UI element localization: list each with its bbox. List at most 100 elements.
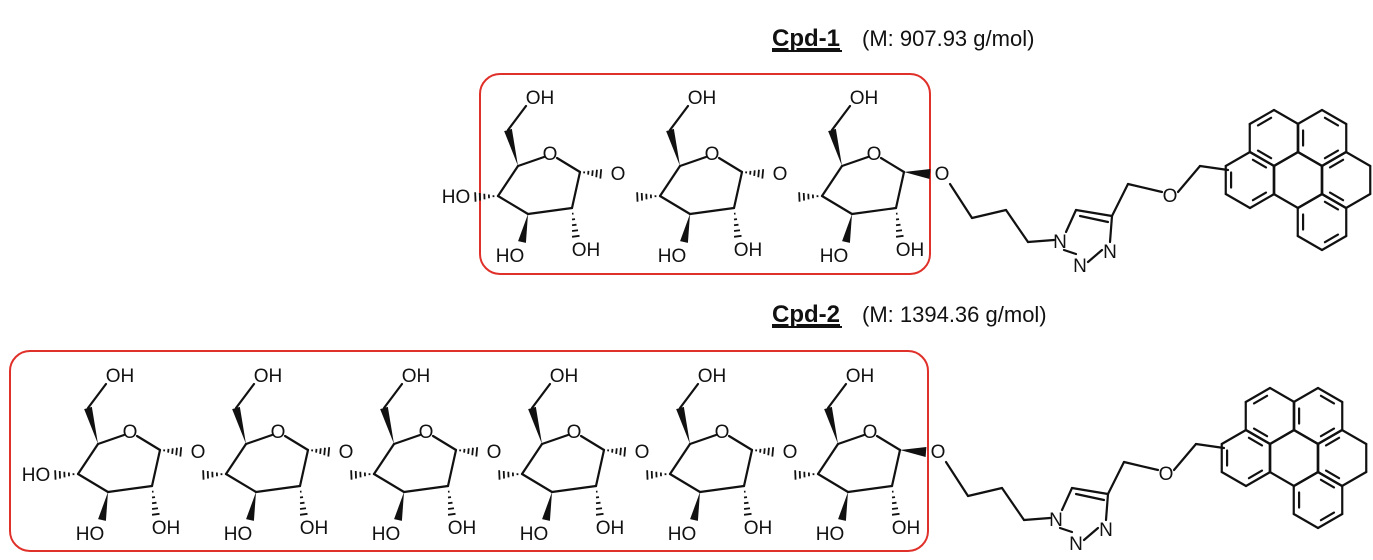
ring-bond — [402, 484, 450, 494]
aromatic-bond — [1244, 386, 1272, 404]
hash-stroke — [151, 512, 160, 516]
hash-stroke — [733, 229, 741, 232]
c2-hashed-bond — [595, 490, 604, 516]
aromatic-bond — [1340, 470, 1368, 488]
hash-stroke — [179, 447, 183, 457]
hash-stroke — [299, 501, 305, 505]
aromatic-double-bond — [1319, 427, 1336, 438]
hash-stroke — [623, 447, 627, 457]
c2-hashed-bond — [151, 490, 160, 516]
hash-stroke — [299, 512, 308, 516]
ring-oxygen-label: O — [419, 422, 434, 443]
ring-bond — [727, 434, 754, 452]
cpd2-saccharide-highlight-box — [9, 350, 929, 552]
ring-bond — [894, 170, 906, 210]
perylene-ring-4 — [1316, 428, 1368, 488]
propyl-bond — [966, 486, 1004, 498]
aromatic-bond — [1272, 192, 1300, 210]
c6-hydroxyl-label: OH — [254, 366, 283, 387]
perylene-ring-2 — [1248, 108, 1300, 168]
c6-bond — [826, 382, 848, 410]
hash-stroke — [733, 234, 742, 238]
c2-hashed-bond — [895, 212, 904, 238]
ring-bond — [579, 434, 606, 452]
aromatic-bond — [1272, 108, 1300, 126]
aromatic-bond — [1320, 234, 1348, 252]
c3-wedge-bond — [98, 492, 108, 521]
ring-bond — [254, 484, 302, 494]
hash-stroke — [743, 512, 752, 516]
ring-bond — [875, 434, 902, 452]
propyl-bond — [1026, 238, 1056, 244]
cpd2-mass: (M: 1394.36 g/mol) — [862, 302, 1047, 327]
ether-bond — [1198, 164, 1230, 172]
aromatic-bond — [1296, 150, 1324, 168]
aromatic-double-bond — [1323, 116, 1340, 127]
glycosidic-oxygen-label: O — [487, 442, 502, 463]
c6-wedge-bond — [666, 128, 680, 166]
aromatic-double-bond — [1328, 158, 1345, 169]
aromatic-bond — [1296, 192, 1324, 210]
c6-wedge-bond — [84, 406, 98, 444]
hash-stroke — [319, 448, 322, 455]
c4-hashed-bond — [54, 470, 75, 480]
hash-stroke — [571, 234, 580, 238]
aromatic-bond — [1316, 386, 1344, 404]
c3-wedge-bond — [690, 492, 700, 521]
ring-bond — [446, 448, 458, 488]
hash-stroke — [447, 501, 453, 505]
aromatic-bond — [1220, 428, 1248, 446]
hash-stroke — [471, 447, 474, 456]
c3-wedge-bond — [842, 214, 852, 243]
hash-stroke — [895, 223, 901, 227]
c6-bond — [830, 104, 852, 132]
c2-hashed-bond — [571, 212, 580, 238]
triazole-bond — [1064, 208, 1078, 234]
anomeric-hashed-bond — [163, 447, 183, 457]
c3-hydroxyl-label: HO — [372, 524, 401, 545]
c6-bond — [86, 382, 108, 410]
aromatic-bond — [1248, 108, 1276, 126]
aromatic-bond — [1320, 192, 1348, 210]
ether-oxygen-label: O — [1159, 464, 1174, 485]
c2-hashed-bond — [743, 490, 752, 516]
perylene-ring-2 — [1244, 386, 1296, 446]
aromatic-double-bond — [1252, 427, 1269, 438]
ring-bond — [244, 433, 274, 446]
aromatic-bond — [1344, 192, 1372, 210]
ring-oxygen-label: O — [863, 422, 878, 443]
ring-bond — [742, 448, 754, 488]
aromatic-bond — [1268, 386, 1296, 404]
hash-stroke — [595, 512, 604, 516]
aromatic-double-bond — [1247, 469, 1264, 480]
ring-oxygen-label: O — [867, 144, 882, 165]
c3-wedge-bond — [518, 214, 528, 243]
ring-bond — [135, 434, 162, 452]
aromatic-bond — [1316, 428, 1344, 446]
c6-hydroxyl-label: OH — [698, 366, 727, 387]
ring-bond — [717, 156, 744, 174]
aromatic-double-bond — [1319, 478, 1336, 489]
anomeric-hashed-bond — [755, 447, 775, 457]
ring-bond — [431, 434, 458, 452]
ether-bond — [1110, 182, 1130, 218]
aromatic-bond — [1224, 150, 1252, 168]
c4-hashed-bond — [498, 470, 519, 480]
c3-hydroxyl-label: HO — [816, 524, 845, 545]
hash-stroke — [571, 229, 579, 232]
aromatic-bond — [1248, 192, 1276, 210]
triazole-n3-label: N — [1103, 242, 1117, 263]
c6-wedge-bond — [380, 406, 394, 444]
hash-stroke — [743, 501, 749, 505]
ring-bond — [732, 170, 744, 210]
c6-hydroxyl-label: OH — [402, 366, 431, 387]
c4-hashed-bond — [636, 192, 657, 202]
hash-stroke — [327, 447, 331, 457]
aromatic-double-bond — [1319, 394, 1336, 405]
ring-bond — [298, 448, 310, 488]
propyl-bond — [1004, 208, 1030, 244]
aromatic-bond — [1244, 428, 1272, 446]
